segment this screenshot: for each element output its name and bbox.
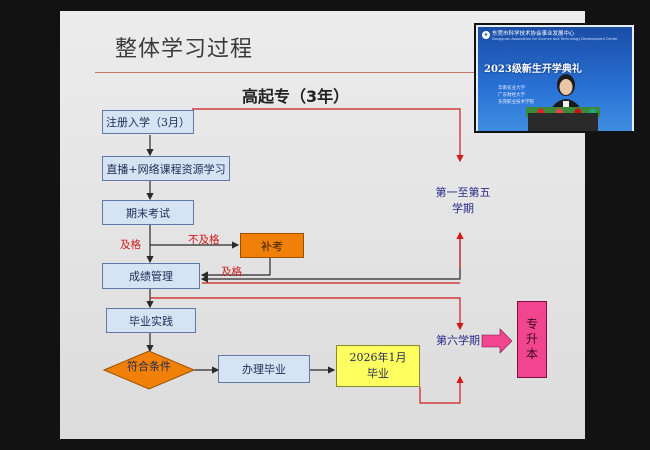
org-name-en: Dongguan Association for Science and Tec… (492, 37, 618, 41)
step-enroll: 注册入学（3月） (102, 110, 194, 134)
university-2: 广东财经大学 (498, 93, 525, 98)
pink-arrow (481, 328, 513, 354)
slide-title: 整体学习过程 (115, 37, 254, 62)
eligible-diamond (102, 350, 196, 390)
upgrade-char-2: 升 (525, 332, 538, 346)
org-logo-icon: ★ (482, 31, 490, 39)
flow-title: 高起专（3年） (242, 87, 350, 106)
step-graduate-process: 办理毕业 (218, 355, 310, 383)
semester-1-5: 第一至第五 学期 (432, 185, 494, 217)
webcam-overlay: ★ 东莞市科学技术协会事业发展中心 Dongguan Association f… (474, 23, 636, 133)
step-study: 直播+网络课程资源学习 (102, 156, 230, 181)
arrow-makeup-grades (200, 258, 271, 279)
red-line-practice (150, 297, 464, 331)
fail-label: 不及格 (188, 234, 220, 246)
pass-after-makeup-label: 及格 (221, 266, 242, 278)
graduate-label: 毕业 (367, 367, 389, 380)
graduate-date: 2026年1月 (349, 351, 407, 364)
semester-6: 第六学期 (436, 334, 480, 347)
title-divider (95, 72, 585, 73)
step-makeup: 补考 (240, 233, 304, 258)
semester-1-5-line1: 第一至第五 (435, 186, 491, 199)
upgrade-char-3: 本 (525, 347, 538, 361)
org-name: 东莞市科学技术协会事业发展中心 (492, 31, 575, 37)
pass-label: 及格 (120, 239, 141, 251)
podium-flowers (526, 107, 600, 117)
upgrade-char-1: 专 (525, 317, 538, 331)
step-practice: 毕业实践 (106, 308, 196, 333)
university-3: 东莞职业技术学院 (498, 100, 534, 105)
red-line-enroll (192, 108, 464, 163)
step-exam: 期末考试 (102, 200, 194, 225)
event-title: 2023级新生开学典礼 (484, 64, 582, 75)
university-1: 华南农业大学 (498, 86, 525, 91)
flow-connectors (102, 108, 513, 404)
step-graduate: 2026年1月 毕业 (336, 345, 420, 387)
upgrade-box: 专 升 本 (517, 301, 547, 378)
step-grades: 成绩管理 (102, 263, 200, 289)
arrow-graduate-return (419, 375, 464, 404)
podium (528, 113, 598, 131)
semester-1-5-line2: 学期 (452, 202, 474, 215)
step-eligible-label: 符合条件 (127, 360, 171, 373)
